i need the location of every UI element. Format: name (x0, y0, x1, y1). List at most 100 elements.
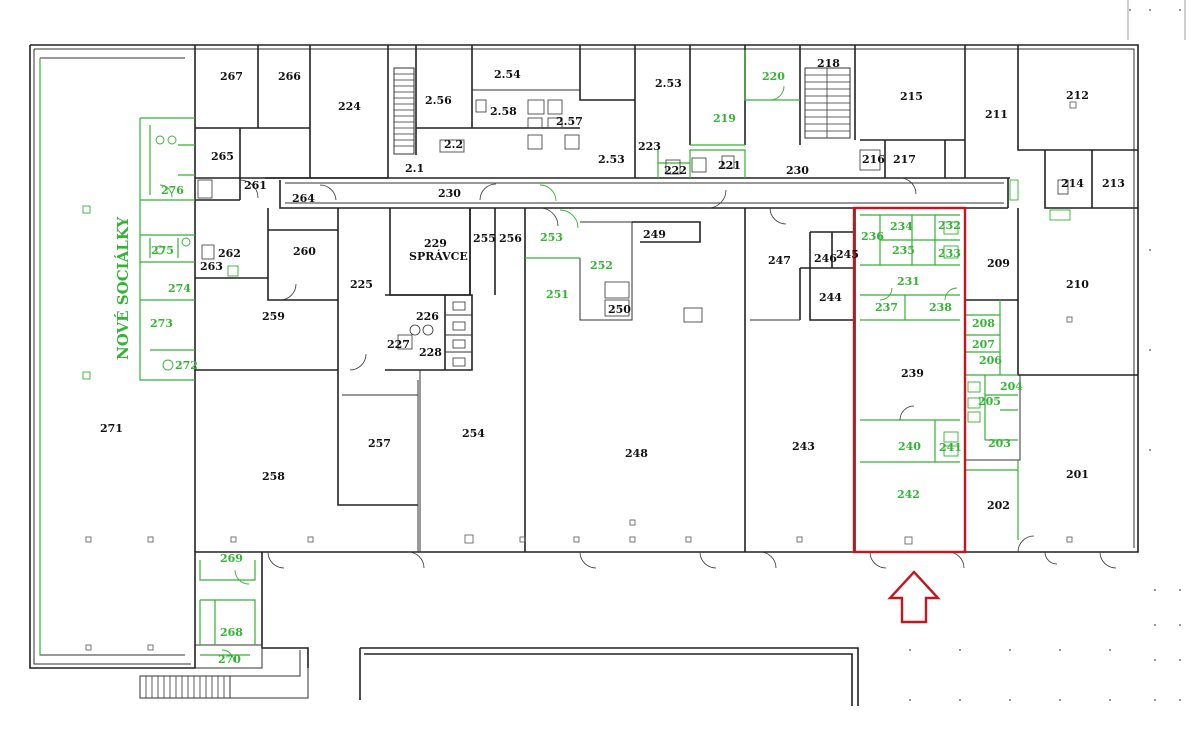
room-label: 224 (338, 100, 361, 113)
room-label: 2.54 (494, 68, 521, 81)
room-label: 222 (664, 164, 687, 177)
room-label: 246 (814, 252, 837, 265)
room-label: 262 (218, 247, 241, 260)
room-label: 201 (1066, 468, 1089, 481)
highlighted-unit-outline[interactable] (852, 206, 967, 554)
room-label: 257 (368, 437, 391, 450)
room-label: 232 (938, 219, 961, 232)
room-label: 206 (979, 354, 1002, 367)
room-label: 263 (200, 260, 223, 273)
room-label: 220 (762, 70, 785, 83)
room-label: 270 (218, 653, 241, 666)
room-label: 216 (862, 153, 885, 166)
room-label: 207 (972, 338, 995, 351)
room-label: 247 (768, 254, 791, 267)
room-label: 273 (150, 317, 173, 330)
room-label: 227 (387, 338, 410, 351)
room-label: 214 (1061, 177, 1084, 190)
room-label: 218 (817, 57, 840, 70)
fixtures (155, 99, 1071, 457)
room-label: 231 (897, 275, 920, 288)
room-label: 203 (988, 437, 1011, 450)
room-label: 225 (350, 278, 373, 291)
room-label: 234 (890, 220, 913, 233)
doors (159, 85, 1117, 663)
room-label: 230 (438, 187, 461, 200)
pointer-arrow-icon (887, 570, 941, 624)
room-label: 259 (262, 310, 285, 323)
room-label: 241 (939, 441, 962, 454)
plan-title: NOVÉ SOCIÁLKY (114, 217, 132, 360)
room-label: 266 (278, 70, 301, 83)
room-label: 252 (590, 259, 613, 272)
room-label: 205 (978, 395, 1001, 408)
room-label: 264 (292, 192, 315, 205)
room-label: 248 (625, 447, 648, 460)
room-label: 251 (546, 288, 569, 301)
room-label: 226 (416, 310, 439, 323)
room-label: 260 (293, 245, 316, 258)
room-label: 223 (638, 140, 661, 153)
columns (82, 101, 1077, 651)
room-label: 2.53 (655, 77, 682, 90)
room-label: 2.53 (598, 153, 625, 166)
room-label: 2.56 (425, 94, 452, 107)
interior-walls (39, 45, 1138, 656)
renovated-partitions (39, 50, 1019, 656)
room-label: 265 (211, 150, 234, 163)
room-label: 2.2 (444, 138, 463, 151)
room-label: 255 (473, 232, 496, 245)
room-label: 268 (220, 626, 243, 639)
room-label: 208 (972, 317, 995, 330)
room-label: 249 (643, 228, 666, 241)
building-outline (29, 44, 1139, 669)
room-label: 254 (462, 427, 485, 440)
room-label: 238 (929, 301, 952, 314)
staircase-bottom (139, 650, 309, 699)
room-label: 215 (900, 90, 923, 103)
room-label: 242 (897, 488, 920, 501)
room-label: 202 (987, 499, 1010, 512)
room-label: 221 (718, 159, 741, 172)
room-label: 240 (898, 440, 921, 453)
room-label: 212 (1066, 89, 1089, 102)
room-label: 233 (938, 247, 961, 260)
room-label: 235 (892, 244, 915, 257)
room-label: 217 (893, 153, 916, 166)
room-label: 2.57 (556, 115, 583, 128)
room-label: 253 (540, 231, 563, 244)
room-label: 230 (786, 164, 809, 177)
room-label: 244 (819, 291, 842, 304)
room-label: 274 (168, 282, 191, 295)
room-label: 236 (861, 230, 884, 243)
staircase-left (393, 67, 415, 155)
room-label: 2.1 (405, 162, 424, 175)
room-label: 261 (244, 179, 267, 192)
room-label: 210 (1066, 278, 1089, 291)
room-label: 229 (424, 237, 447, 250)
room-label: 271 (100, 422, 123, 435)
exterior-grid (909, 0, 1186, 701)
room-label: 2.58 (490, 105, 517, 118)
room-label: 237 (875, 301, 898, 314)
loading-ramp (359, 647, 859, 706)
room-label: 275 (151, 244, 174, 257)
room-labels: 267 266 224 2.56 2.54 2.58 2.57 2.2 2.1 … (100, 57, 1125, 666)
room-label: 276 (161, 184, 184, 197)
room-label: 245 (836, 248, 859, 261)
room-label: 250 (608, 303, 631, 316)
room-label: 209 (987, 257, 1010, 270)
room-label: 258 (262, 470, 285, 483)
room-label: 219 (713, 112, 736, 125)
room-label: 272 (175, 359, 198, 372)
room-label: 269 (220, 552, 243, 565)
room-label: 213 (1102, 177, 1125, 190)
staircase-218 (804, 67, 851, 139)
room-label: 256 (499, 232, 522, 245)
room-label: 204 (1000, 380, 1023, 393)
manager-label: SPRÁVCE (409, 249, 468, 263)
room-label: 211 (985, 108, 1008, 121)
room-label: 239 (901, 367, 924, 380)
room-label: 267 (220, 70, 243, 83)
